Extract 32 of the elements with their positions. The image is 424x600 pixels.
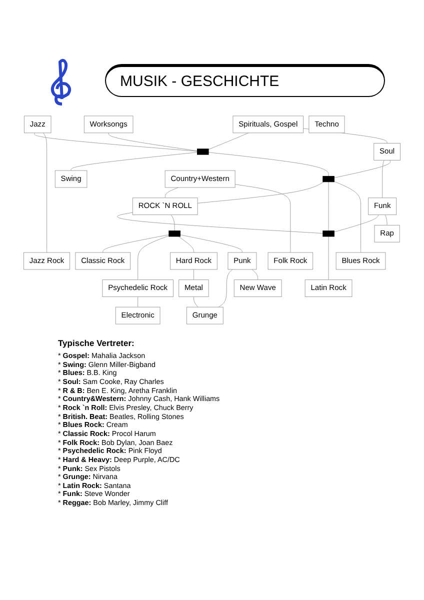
connector <box>34 132 198 152</box>
connector <box>328 182 329 232</box>
connector <box>208 152 329 176</box>
connector <box>385 214 388 226</box>
connector <box>164 187 179 198</box>
connector <box>328 236 329 280</box>
connector <box>193 296 198 308</box>
connector <box>108 132 198 152</box>
connector <box>117 212 324 234</box>
connector <box>170 214 175 232</box>
node-box <box>322 230 334 237</box>
connector <box>197 182 324 204</box>
connector <box>334 160 391 178</box>
connector <box>334 181 361 253</box>
connector <box>180 234 242 253</box>
node-box <box>197 148 209 155</box>
connector <box>382 160 384 198</box>
connector <box>138 236 170 280</box>
node-box <box>168 230 180 237</box>
connector <box>70 152 198 171</box>
connector <box>234 184 291 253</box>
connector <box>102 234 170 253</box>
connector <box>334 214 379 232</box>
connector <box>218 269 233 308</box>
connector <box>43 132 48 253</box>
connector <box>178 236 194 253</box>
section-heading: Typische Vertreter: <box>58 338 136 348</box>
node-box <box>322 176 334 182</box>
connector <box>193 269 194 280</box>
connector <box>252 269 258 280</box>
title: MUSIK - GESCHICHTE <box>105 64 385 97</box>
connector <box>208 132 249 150</box>
